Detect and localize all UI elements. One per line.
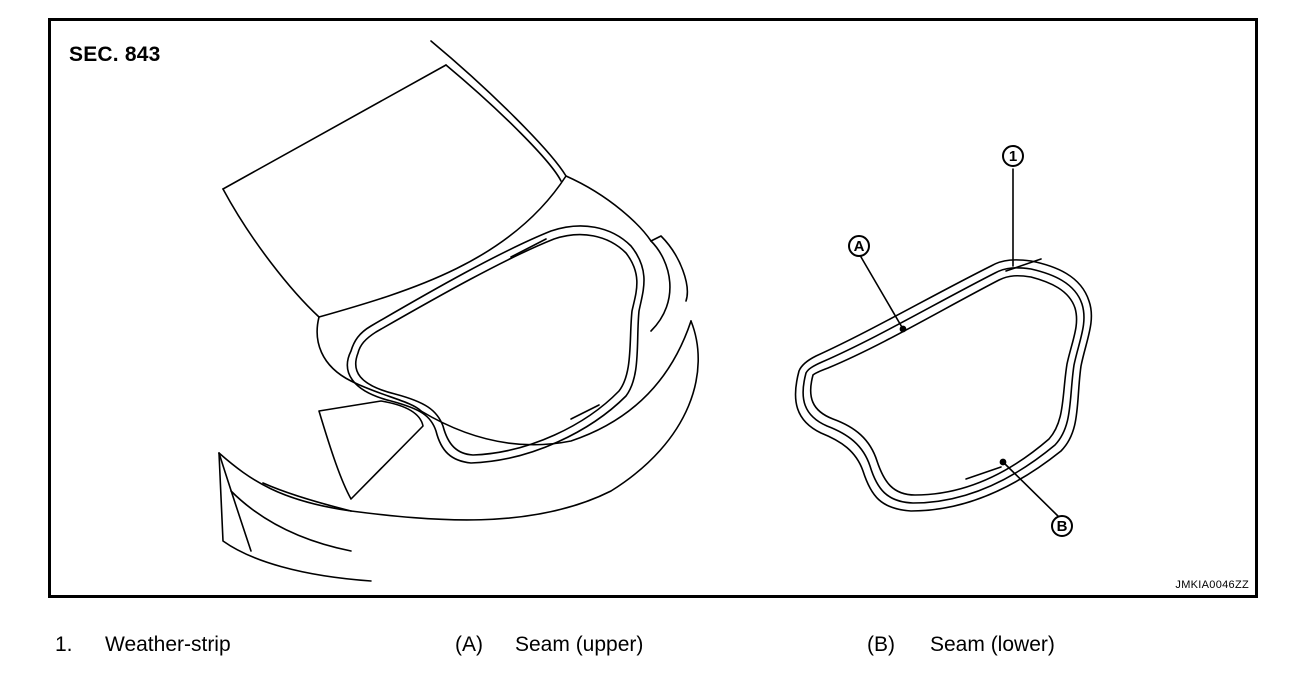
section-label: SEC. 843 <box>69 43 161 66</box>
legend: 1. Weather-strip (A) Seam (upper) (B) Se… <box>0 633 1312 663</box>
legend-key-b: (B) <box>867 633 895 656</box>
weather-strip-illustration <box>794 168 1093 520</box>
figure-frame: SEC. 843 1 A B JMKIA0046ZZ <box>48 18 1258 598</box>
callout-part-1: 1 <box>1002 145 1024 167</box>
diagram-drawing <box>218 40 1093 582</box>
car-rear-illustration <box>218 40 699 582</box>
legend-label-a: Seam (upper) <box>515 633 644 656</box>
legend-key-a: (A) <box>455 633 483 656</box>
figure-code: JMKIA0046ZZ <box>1175 579 1249 591</box>
callout-seam-b: B <box>1051 515 1073 537</box>
legend-label-1: Weather-strip <box>105 633 231 656</box>
legend-key-1: 1. <box>55 633 73 656</box>
callout-seam-a: A <box>848 235 870 257</box>
legend-label-b: Seam (lower) <box>930 633 1055 656</box>
